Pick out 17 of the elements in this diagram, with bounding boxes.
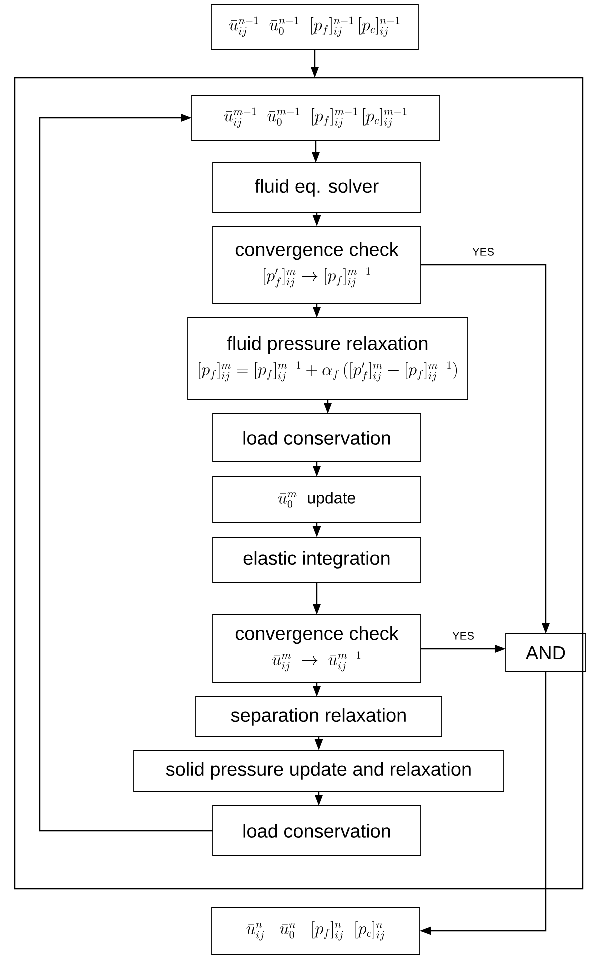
process-box: convergence check $[p'_f]_{ij}^{m}\rightarrow[p_f]_{ij}^{m-1}$ xyxy=(212,226,422,304)
input-box: $\bar{u}_{ij}^{n-1}\;\;\bar{u}_{0}^{n-1}\;\;[p_f]_{ij}^{n-1}\,[p_c]_{ij}^{n-1}$ xyxy=(211,4,419,50)
loop-frame xyxy=(14,77,584,890)
process-box: fluid pressure relaxation $[p_f]_{ij}^{m}=[p_f]_{ij}^{m-1}+\alpha_f\,([p'_f]_{ij}^{m}-[p_f]_{ij}^{m-1})$ xyxy=(188,318,468,400)
edge-label: YES xyxy=(472,248,494,256)
process-box: load conservation xyxy=(212,806,422,856)
process-box: separation relaxation xyxy=(196,696,442,738)
process-box: solid pressure update and relaxation xyxy=(134,750,504,792)
output-box: $\bar{u}_{ij}^{n}\;\;\;\bar{u}_{0}^{n}\;\;\;[p_f]_{ij}^{n}\;\;[p_c]_{ij}^{n}$ xyxy=(212,907,420,955)
process-box: load conservation xyxy=(212,414,422,462)
process-box: fluid eq. solver xyxy=(212,162,422,214)
process-box: convergence check $\bar{u}_{ij}^{m}\;\rightarrow\;\bar{u}_{ij}^{m-1}$ xyxy=(212,614,422,684)
process-box: $\bar{u}_{ij}^{m-1}\;\;\bar{u}_{0}^{m-1}\;\;[p_f]_{ij}^{m-1}\,[p_c]_{ij}^{m-1}$ xyxy=(192,95,440,141)
process-box: elastic integration xyxy=(212,537,422,583)
edge-label: YES xyxy=(452,632,474,640)
process-box: $\bar{u}_{0}^{m}\;\;\mathrm{update}$ xyxy=(212,476,422,524)
arrow xyxy=(39,114,213,832)
